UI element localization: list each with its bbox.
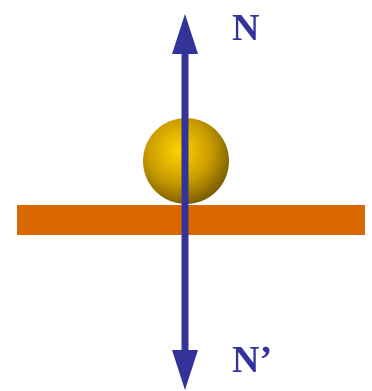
arrow-down-icon	[172, 205, 198, 390]
arrow-up-icon	[172, 14, 198, 205]
label-upper-force: N	[232, 7, 259, 49]
label-lower-force: N’	[232, 339, 272, 381]
surface-bar	[17, 205, 365, 235]
